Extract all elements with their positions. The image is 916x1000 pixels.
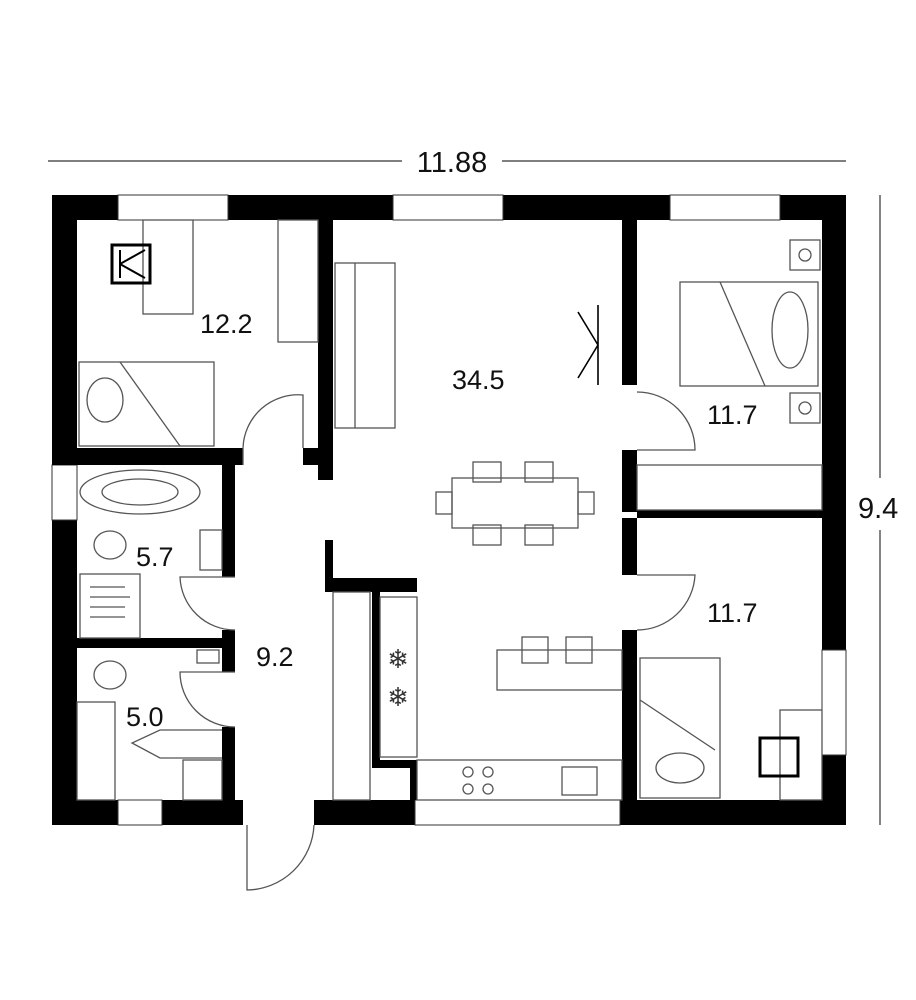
room-area-bedroom-3: 11.7 — [707, 598, 758, 628]
outer-walls — [52, 195, 846, 825]
cabinet — [76, 701, 116, 801]
interior-walls — [52, 195, 822, 800]
washing-machine — [79, 573, 141, 639]
shower-tray — [130, 729, 222, 759]
kitchen-worktop — [416, 759, 623, 801]
bed-icon — [679, 281, 819, 387]
entrance-door — [246, 824, 315, 891]
toilet-icon — [93, 530, 127, 560]
hall-closet — [332, 591, 371, 801]
wardrobe — [277, 219, 319, 343]
kitchen-island — [496, 649, 623, 691]
doors — [179, 391, 696, 891]
bathtub-icon — [79, 469, 201, 515]
closet — [636, 464, 823, 511]
toilet-icon — [93, 660, 127, 690]
sofa — [334, 262, 396, 429]
dining-table — [451, 477, 579, 529]
washbasin-icon — [196, 649, 220, 664]
room-area-wc: 5.0 — [126, 702, 164, 732]
width-label: 11.88 — [417, 147, 487, 179]
bed-icon — [78, 361, 215, 447]
tv-icon — [577, 305, 599, 385]
kitchen-counter — [379, 596, 418, 758]
desk — [779, 709, 823, 801]
width-dimension: 11.88 — [48, 147, 846, 179]
room-area-living-kitchen: 34.5 — [452, 365, 505, 395]
chair-icon — [110, 243, 152, 285]
room-area-bedroom-2: 11.7 — [707, 400, 758, 430]
bed-icon — [639, 657, 721, 799]
sink-icon — [561, 766, 598, 796]
freezer-icon: ❄ — [387, 644, 409, 674]
desk — [142, 219, 194, 315]
freezer-icon: ❄ — [387, 682, 409, 712]
room-area-bedroom-1: 12.2 — [200, 309, 253, 339]
boiler — [182, 759, 223, 801]
furniture: ❄ ❄ — [76, 219, 823, 801]
nightstand — [789, 239, 821, 271]
nightstand — [789, 392, 821, 424]
height-dimension: 9.4 — [858, 195, 898, 825]
chair-icon — [758, 736, 800, 778]
height-label: 9.4 — [858, 493, 898, 525]
room-area-bathroom: 5.7 — [136, 542, 174, 572]
washbasin-icon — [199, 529, 223, 571]
room-area-hallway: 9.2 — [256, 642, 294, 672]
